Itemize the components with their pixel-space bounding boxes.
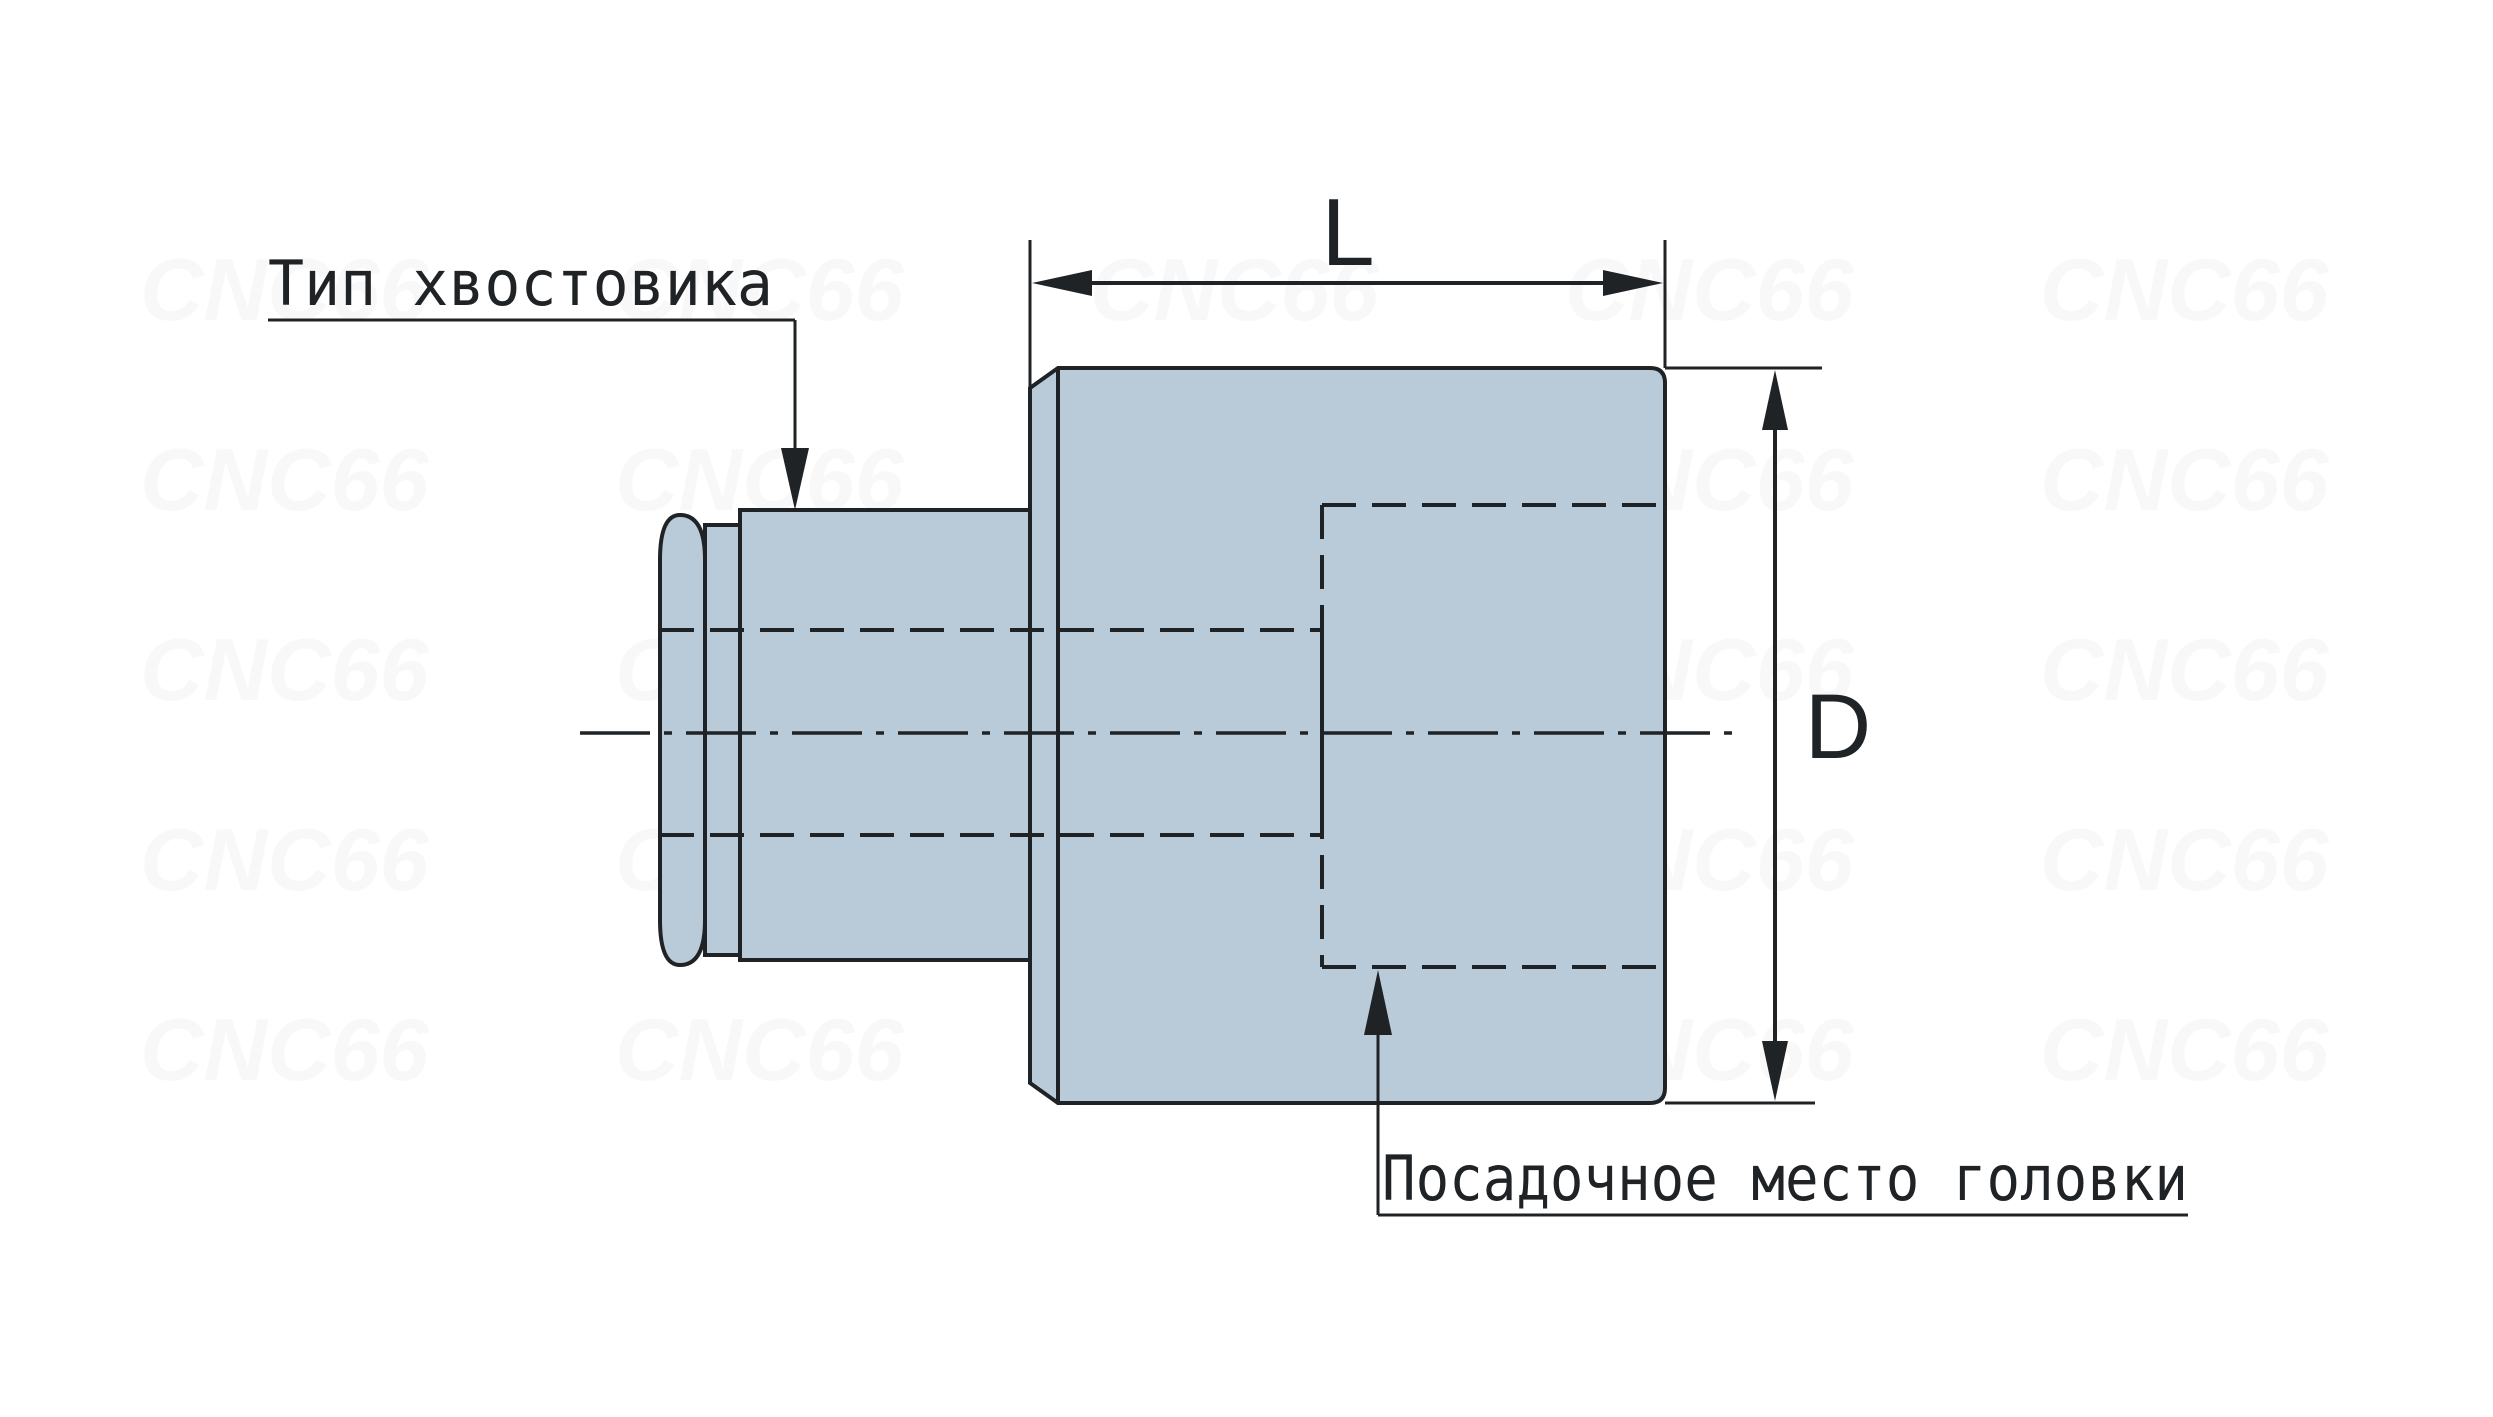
dim-l-label: L [1321,179,1374,286]
watermark-text: CNC66 [2040,620,2330,719]
watermark-text: CNC66 [140,620,430,719]
watermark-text: CNC66 [2040,810,2330,909]
watermark-text: CNC66 [140,810,430,909]
watermark-text: CNC66 [2040,430,2330,529]
shank-groove [703,523,742,957]
shank-type-label: Тип хвостовика [268,247,773,320]
watermark-text: CNC66 [615,1000,905,1099]
watermark-text: CNC66 [2040,240,2330,339]
watermark-text: CNC66 [140,240,430,339]
watermark-text: CNC66 [1090,240,1380,339]
shank-end-ring [658,512,707,968]
watermark-text: CNC66 [140,430,430,529]
head-seat-label: Посадочное место головки [1382,1142,2188,1215]
dim-d-arrow-top [1762,370,1788,430]
main-body [1028,366,1667,1105]
head-seat-arrow [1364,970,1392,1035]
dim-l-arrow-right [1603,270,1663,296]
watermark-text: CNC66 [140,1000,430,1099]
watermark-text: CNC66 [615,240,905,339]
dim-l-arrow-left [1032,270,1092,296]
dim-d-label: D [1805,676,1871,778]
dim-d-arrow-bottom [1762,1041,1788,1101]
watermark-text: CNC66 [2040,1000,2330,1099]
shank-body [738,508,1032,962]
shank-type-arrow [781,448,809,510]
